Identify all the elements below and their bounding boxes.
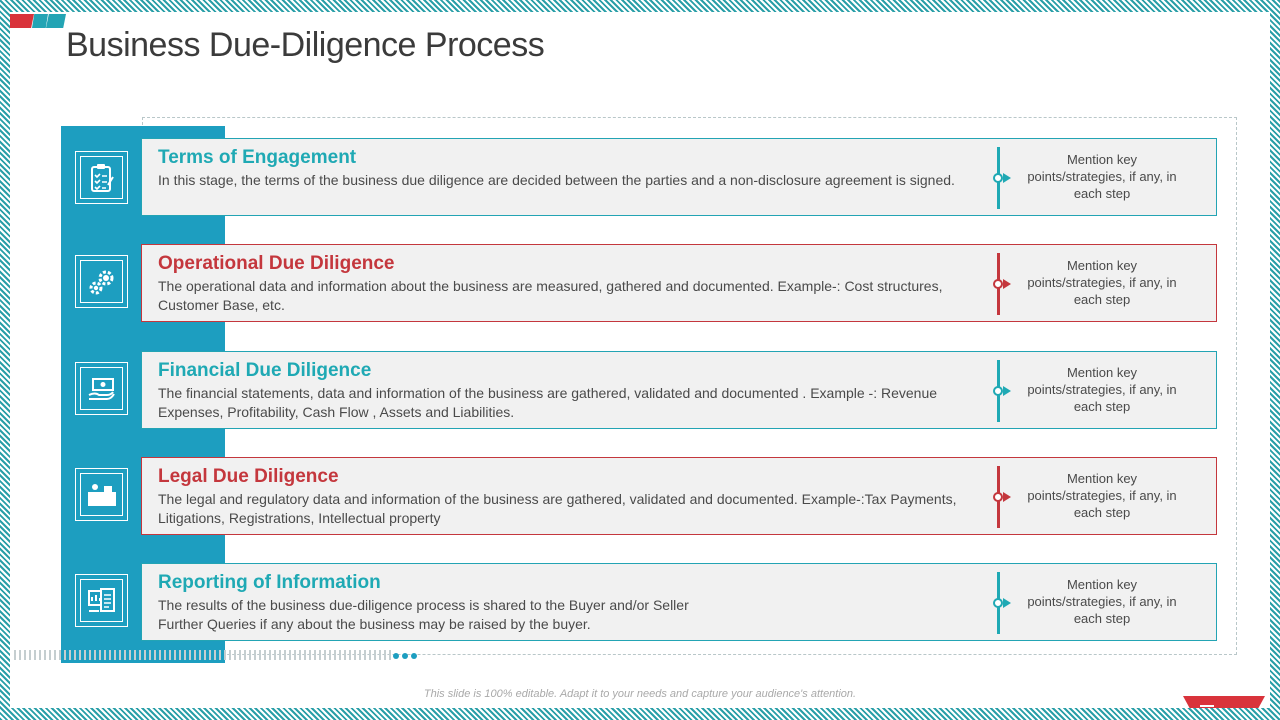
step-title: Operational Due Diligence [158,253,395,274]
step-icon-frame [75,362,128,415]
corner-accent-blue [46,14,66,28]
legal-desk-icon [87,483,116,506]
step-description: In this stage, the terms of the business… [158,172,955,188]
step-card: Terms of Engagement In this stage, the t… [141,138,1217,216]
step-card: Legal Due Diligence The legal and regula… [141,457,1217,535]
decorative-dot-strip [14,650,392,660]
corner-accent-red [10,14,34,28]
step-title: Legal Due Diligence [158,466,339,487]
clipboard-checklist-icon [90,163,114,192]
divider-pointer [1003,386,1011,396]
corner-accent-line [1200,705,1214,707]
step-description: The legal and regulatory data and inform… [158,491,957,526]
divider-knob [993,386,1003,396]
step-icon-frame [75,574,128,627]
footer-note: This slide is 100% editable. Adapt it to… [423,688,857,700]
divider-knob [993,598,1003,608]
divider-pointer [1003,598,1011,608]
corner-accent-red [1183,696,1265,708]
money-hand-icon [88,377,115,400]
decorative-dots [393,652,417,660]
step-title: Reporting of Information [158,572,381,593]
step-description: The operational data and information abo… [158,278,943,313]
report-document-icon [87,587,115,612]
corner-accent-blue [32,14,48,28]
divider-pointer [1003,173,1011,183]
step-icon-frame [75,151,128,204]
step-icon-frame [75,468,128,521]
divider-knob [993,279,1003,289]
step-card: Financial Due Diligence The financial st… [141,351,1217,429]
step-title: Terms of Engagement [158,147,357,168]
step-note: Mention key points/strategies, if any, i… [1027,577,1177,626]
step-description: The financial statements, data and infor… [158,385,938,420]
divider-knob [993,173,1003,183]
step-note: Mention key points/strategies, if any, i… [1027,471,1177,520]
divider-knob [993,492,1003,502]
step-description: The results of the business due-diligenc… [158,597,689,632]
step-note: Mention key points/strategies, if any, i… [1027,152,1177,201]
step-card: Operational Due Diligence The operationa… [141,244,1217,322]
gears-icon [89,270,113,294]
step-card: Reporting of Information The results of … [141,563,1217,641]
step-note: Mention key points/strategies, if any, i… [1027,258,1177,307]
step-icon-frame [75,255,128,308]
divider-pointer [1003,492,1011,502]
step-note: Mention key points/strategies, if any, i… [1027,365,1177,414]
divider-pointer [1003,279,1011,289]
step-title: Financial Due Diligence [158,360,372,381]
page-title: Business Due-Diligence Process [66,26,545,64]
